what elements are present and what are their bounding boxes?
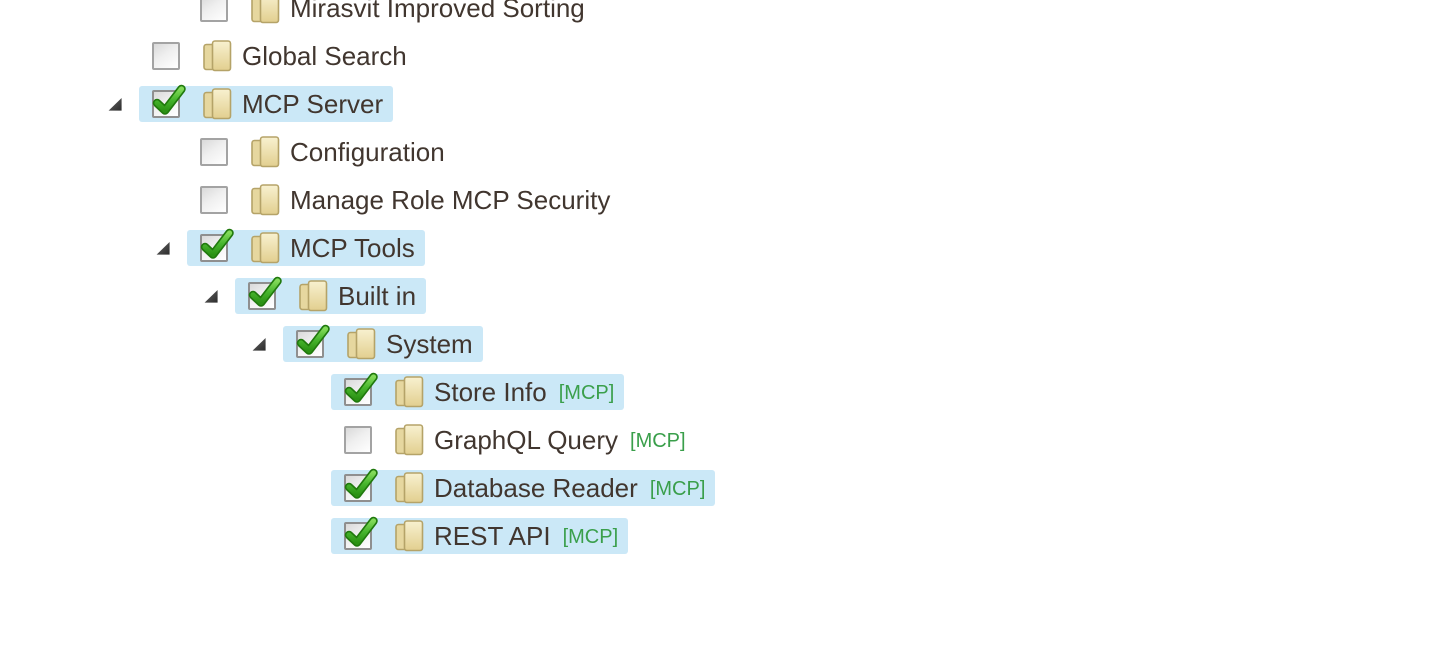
node-label[interactable]: Store Info — [434, 376, 547, 407]
permissions-tree: Mirasvit Improved Sorting Global Search — [0, 0, 1432, 560]
check-icon — [344, 516, 378, 547]
node-label[interactable]: System — [386, 328, 473, 359]
tree-node[interactable]: Database Reader [MCP] — [331, 468, 716, 506]
mcp-badge: [MCP] — [562, 526, 619, 548]
tree-node[interactable]: REST API [MCP] — [331, 516, 629, 554]
checkbox[interactable] — [248, 276, 282, 310]
folder-icon — [251, 136, 280, 168]
tree-row[interactable]: Mirasvit Improved Sorting — [0, 0, 1432, 32]
check-icon — [344, 468, 378, 499]
mcp-badge: [MCP] — [558, 382, 615, 404]
tree-row[interactable]: System — [0, 320, 1432, 368]
tree-row[interactable]: MCP Server — [0, 80, 1432, 128]
check-icon — [152, 84, 186, 115]
tree-row[interactable]: GraphQL Query [MCP] — [0, 416, 1432, 464]
tree-row[interactable]: Configuration — [0, 128, 1432, 176]
mcp-badge: [MCP] — [649, 478, 706, 500]
checkbox[interactable] — [200, 0, 228, 22]
node-label[interactable]: Configuration — [290, 136, 445, 167]
tree-row[interactable]: Global Search — [0, 32, 1432, 80]
node-label[interactable]: MCP Server — [242, 88, 384, 119]
node-label[interactable]: Built in — [338, 280, 417, 311]
checkbox[interactable] — [344, 468, 378, 502]
checkbox[interactable] — [344, 372, 378, 406]
checkbox[interactable] — [200, 138, 228, 166]
expand-arrow-icon[interactable] — [252, 337, 267, 352]
node-label[interactable]: GraphQL Query — [434, 424, 619, 455]
folder-icon — [251, 184, 280, 216]
node-label[interactable]: Manage Role MCP Security — [290, 184, 611, 215]
tree-row[interactable]: REST API [MCP] — [0, 512, 1432, 560]
tree-node[interactable]: Configuration — [187, 134, 455, 170]
folder-icon — [251, 0, 280, 24]
folder-icon — [395, 520, 424, 552]
tree-node[interactable]: System — [283, 324, 483, 362]
node-label[interactable]: MCP Tools — [290, 232, 415, 263]
tree-row[interactable]: Store Info [MCP] — [0, 368, 1432, 416]
expand-arrow-icon[interactable] — [204, 289, 219, 304]
check-icon — [344, 372, 378, 403]
checkbox[interactable] — [200, 186, 228, 214]
tree-row[interactable]: Database Reader [MCP] — [0, 464, 1432, 512]
checkbox[interactable] — [152, 42, 180, 70]
checkbox[interactable] — [200, 228, 234, 262]
node-label[interactable]: Database Reader — [434, 472, 638, 503]
folder-icon — [395, 376, 424, 408]
folder-icon — [299, 280, 328, 312]
tree-row[interactable]: Manage Role MCP Security — [0, 176, 1432, 224]
checkbox[interactable] — [344, 426, 372, 454]
folder-icon — [203, 88, 232, 120]
mcp-badge: [MCP] — [630, 430, 686, 452]
check-icon — [200, 228, 234, 259]
checkbox[interactable] — [344, 516, 378, 550]
folder-icon — [395, 424, 424, 456]
tree-node[interactable]: Manage Role MCP Security — [187, 182, 620, 218]
tree-node[interactable]: Global Search — [139, 38, 417, 74]
tree-node[interactable]: GraphQL Query [MCP] — [331, 422, 696, 458]
tree-row[interactable]: Built in — [0, 272, 1432, 320]
check-icon — [296, 324, 330, 355]
checkbox[interactable] — [296, 324, 330, 358]
folder-icon — [395, 472, 424, 504]
tree-node[interactable]: Built in — [235, 276, 427, 314]
node-label[interactable]: REST API — [434, 520, 551, 551]
expand-arrow-icon[interactable] — [108, 97, 123, 112]
node-label[interactable]: Global Search — [242, 40, 407, 71]
tree-node[interactable]: Store Info [MCP] — [331, 372, 625, 410]
folder-icon — [251, 232, 280, 264]
tree-node[interactable]: MCP Tools — [187, 228, 425, 266]
folder-icon — [203, 40, 232, 72]
checkbox[interactable] — [152, 84, 186, 118]
node-label[interactable]: Mirasvit Improved Sorting — [290, 0, 585, 23]
expand-arrow-icon[interactable] — [156, 241, 171, 256]
tree-node[interactable]: MCP Server — [139, 84, 394, 122]
check-icon — [248, 276, 282, 307]
folder-icon — [347, 328, 376, 360]
tree-row[interactable]: MCP Tools — [0, 224, 1432, 272]
tree-node[interactable]: Mirasvit Improved Sorting — [187, 0, 595, 26]
